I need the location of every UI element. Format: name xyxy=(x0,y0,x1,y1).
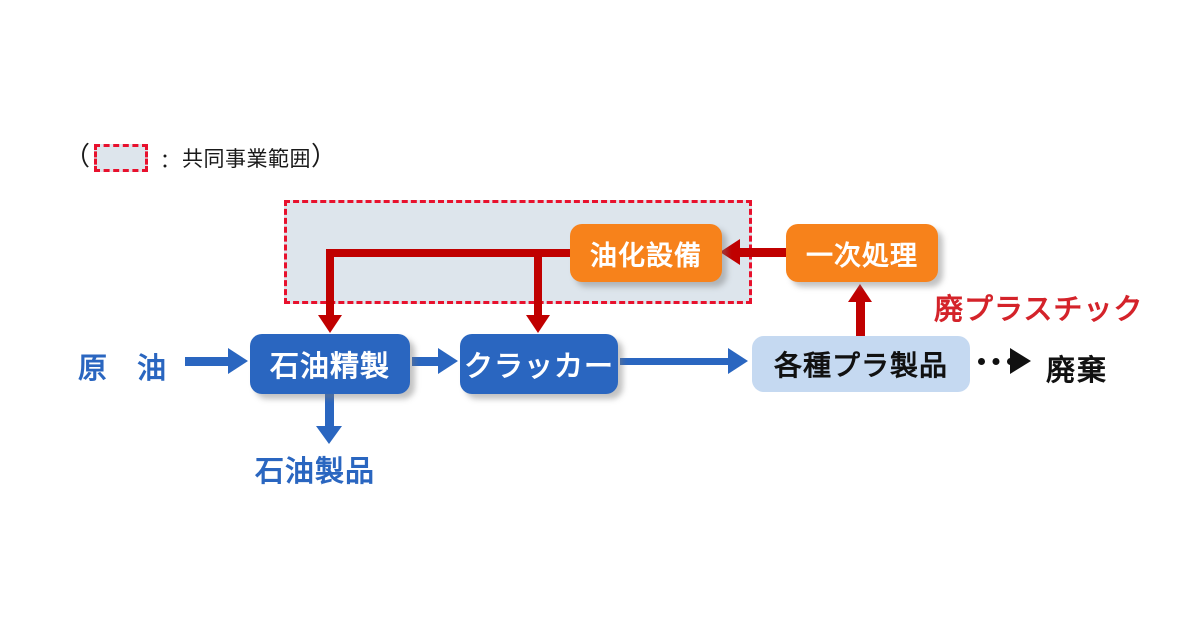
node-petroleum-refining[interactable]: 石油精製 xyxy=(250,334,410,394)
connector-oilfac-to-refining-head xyxy=(318,315,342,333)
connector-primary-to-oilfac-shaft xyxy=(740,248,788,257)
node-petroleum-refining-label: 石油精製 xyxy=(269,349,390,383)
legend-open-paren: （ xyxy=(64,141,91,172)
node-primary-treatment[interactable]: 一次処理 xyxy=(786,224,938,282)
connector-oilfac-to-cracker-head xyxy=(526,315,550,333)
connector-products-to-disposal-shaft xyxy=(978,358,1014,365)
connector-primary-to-oilfac-head xyxy=(720,239,740,265)
label-petroleum-products: 石油製品 xyxy=(255,454,376,488)
connector-oilfac-to-refining-shaft xyxy=(326,249,334,317)
label-crude-oil: 原 油 xyxy=(78,351,177,385)
connector-refining-to-petroproducts-head xyxy=(316,426,342,444)
node-primary-treatment-label: 一次処理 xyxy=(806,240,918,272)
connector-oilfac-to-cracker-shaft xyxy=(534,249,542,317)
node-cracker-label: クラッカー xyxy=(463,349,614,383)
connector-products-to-primary-shaft xyxy=(856,300,865,336)
connector-crude-to-refining-head xyxy=(228,348,248,374)
legend-close-paren: ） xyxy=(311,141,338,172)
node-various-plastic-products[interactable]: 各種プラ製品 xyxy=(752,336,970,392)
connector-products-to-primary-head xyxy=(848,284,872,302)
connector-cracker-to-products-head xyxy=(728,348,748,374)
connector-crude-to-refining-shaft xyxy=(185,357,230,366)
connector-refining-to-cracker-head xyxy=(438,348,458,374)
label-disposal: 廃棄 xyxy=(1046,353,1109,387)
legend-label: 共同事業範囲 xyxy=(182,147,312,171)
node-oil-conversion-facility-label: 油化設備 xyxy=(590,240,702,272)
connector-products-to-disposal-head xyxy=(1010,348,1031,374)
legend-colon: ： xyxy=(160,147,181,172)
connector-refining-to-petroproducts-shaft xyxy=(325,394,334,428)
joint-venture-swatch-icon xyxy=(94,144,149,172)
connector-cracker-to-products-shaft xyxy=(620,358,730,365)
node-cracker[interactable]: クラッカー xyxy=(460,334,618,394)
connector-oilfac-trunk-horizontal xyxy=(326,249,576,257)
node-oil-conversion-facility[interactable]: 油化設備 xyxy=(570,224,722,282)
connector-refining-to-cracker-shaft xyxy=(412,357,440,366)
node-various-plastic-products-label: 各種プラ製品 xyxy=(773,349,948,382)
legend: （ ： 共同事業範囲 ） xyxy=(64,140,337,176)
label-waste-plastic: 廃プラスチック xyxy=(934,292,1144,326)
